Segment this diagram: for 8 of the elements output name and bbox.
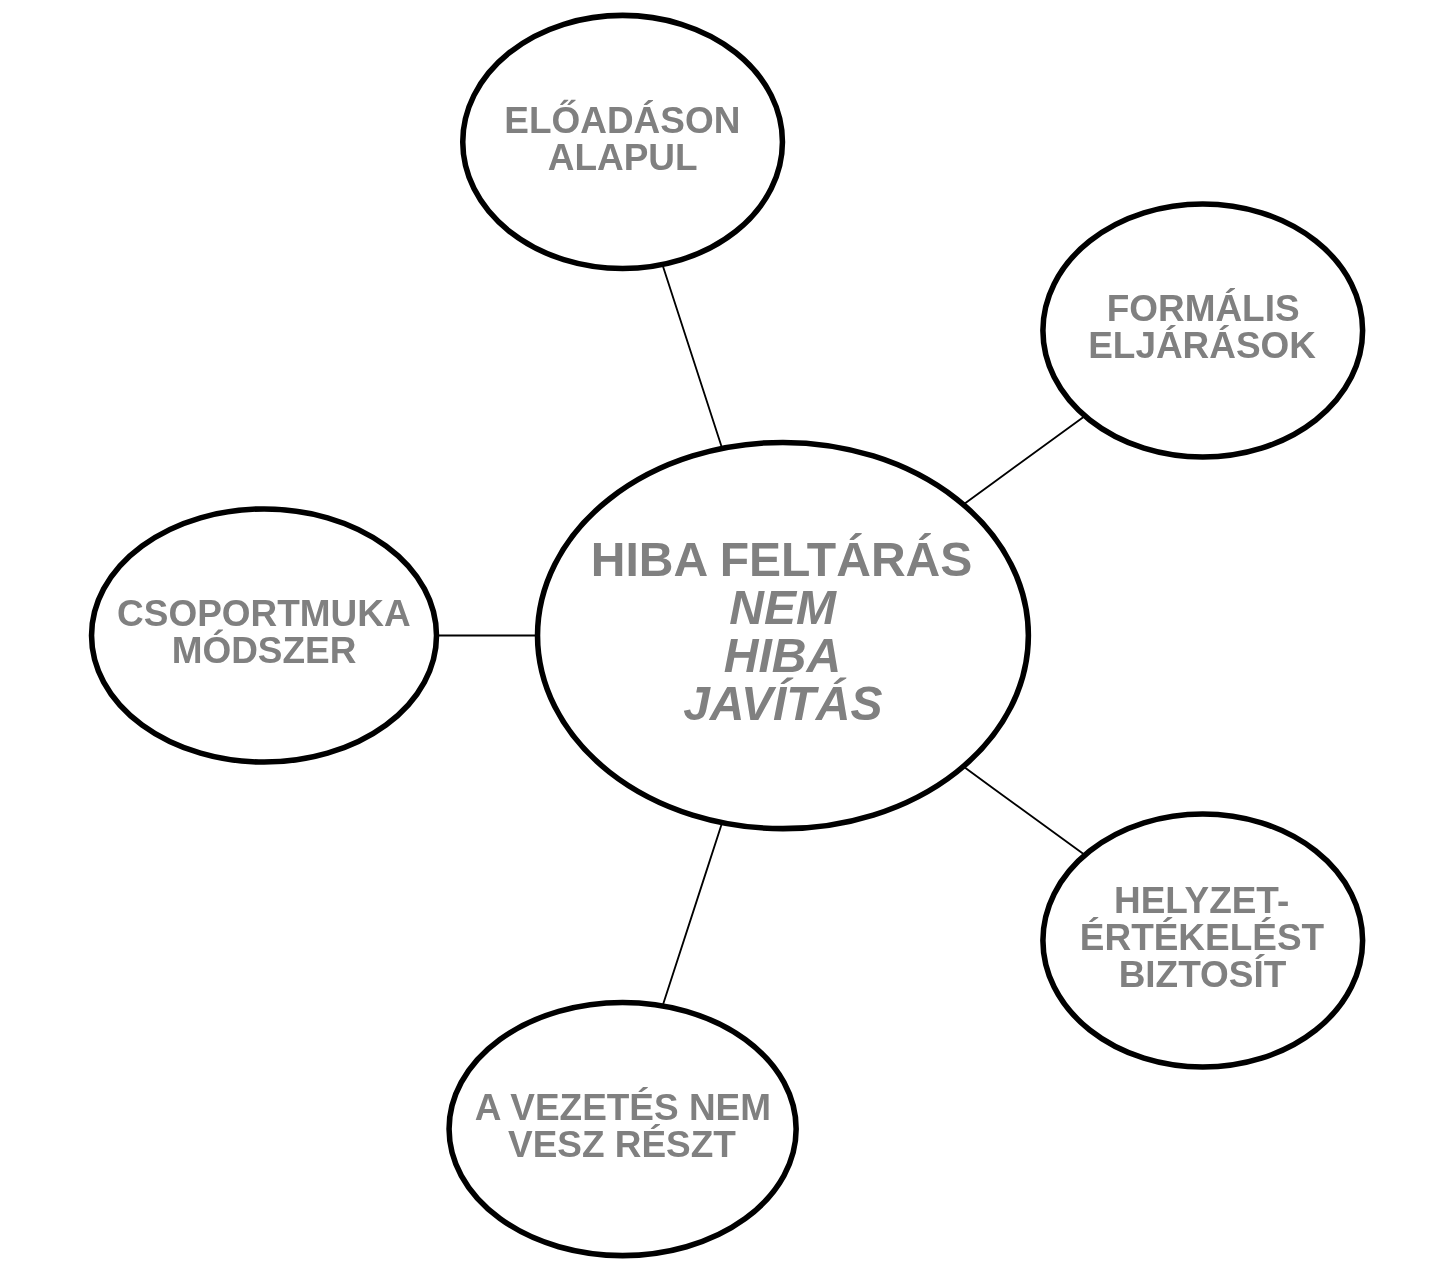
- node-ellipse: ELŐADÁSON ALAPUL: [459, 12, 785, 272]
- node-ellipse: CSOPORTMUKA MÓDSZER: [88, 506, 439, 765]
- node-ellipse: HELYZET- ÉRTÉKELÉST BIZTOSÍT: [1039, 811, 1365, 1070]
- node-ellipse: HIBA FELTÁRÁS NEM HIBA JAVÍTÁS: [534, 439, 1031, 832]
- connector: [962, 765, 1086, 856]
- connector: [962, 415, 1086, 506]
- node-ellipse: A VEZETÉS NEM VESZ RÉSZT: [445, 999, 799, 1259]
- node-ellipse: FORMÁLIS ELJÁRÁSOK: [1039, 201, 1365, 460]
